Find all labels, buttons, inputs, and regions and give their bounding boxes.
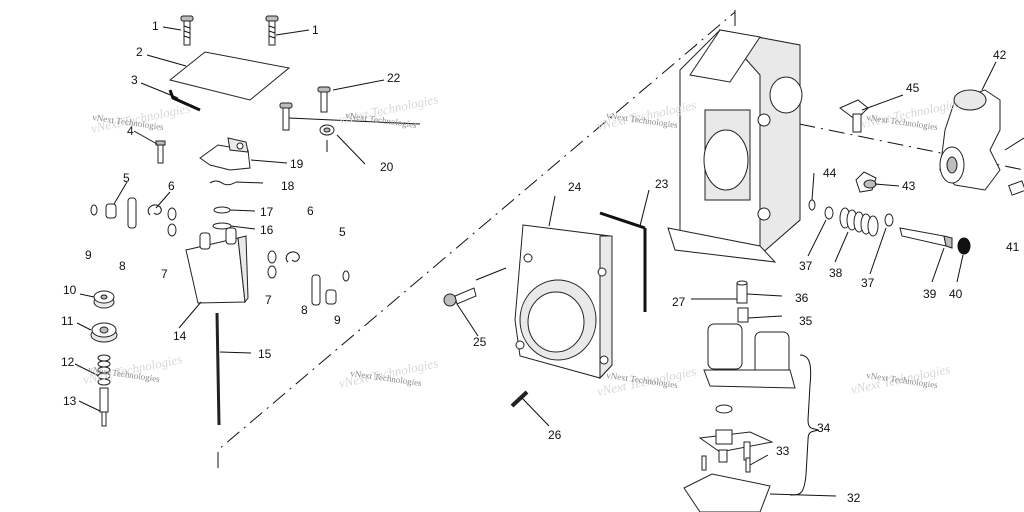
gasket-23 — [599, 211, 646, 230]
callout-27: 27 — [672, 295, 686, 309]
jet-needle-15 — [215, 312, 221, 426]
screw-long — [279, 102, 421, 131]
o-ring — [715, 404, 733, 414]
throttle-slide-14 — [185, 227, 249, 304]
callout-35: 35 — [799, 314, 813, 328]
fitting-35 — [737, 307, 749, 323]
callout-16: 16 — [260, 223, 274, 237]
callout-17: 17 — [260, 205, 274, 219]
callout-39: 39 — [923, 287, 937, 301]
screw-1b — [265, 15, 279, 46]
callout-6a: 6 — [168, 179, 175, 193]
callout-13: 13 — [63, 394, 77, 408]
callout-36: 36 — [795, 291, 809, 305]
callout-34: 34 — [817, 421, 831, 435]
leader-lines — [74, 26, 997, 497]
callout-40: 40 — [949, 287, 963, 301]
callout-9a: 9 — [85, 248, 92, 262]
cap-43 — [855, 171, 877, 193]
float-assembly — [703, 323, 796, 389]
callout-10: 10 — [63, 283, 77, 297]
callout-25: 25 — [473, 335, 487, 349]
left-washers-a — [90, 197, 177, 237]
clip-18 — [209, 180, 237, 186]
callout-37b: 37 — [861, 276, 875, 290]
callout-5a: 5 — [123, 171, 130, 185]
washer-37a — [824, 206, 834, 220]
float-bowl-gasket-32 — [683, 473, 771, 512]
spring-12 — [97, 354, 111, 386]
callout-14: 14 — [173, 329, 187, 343]
nut-11 — [90, 322, 118, 343]
callout-5b: 5 — [339, 225, 346, 239]
callout-24: 24 — [568, 180, 582, 194]
ring-17 — [213, 206, 231, 214]
callout-1a: 1 — [152, 19, 159, 33]
callout-15: 15 — [258, 347, 272, 361]
callout-2: 2 — [136, 45, 143, 59]
callout-1b: 1 — [312, 23, 319, 37]
washer-37b — [884, 213, 894, 227]
callout-4: 4 — [127, 124, 134, 138]
screw-22 — [317, 86, 331, 113]
callout-12: 12 — [61, 355, 75, 369]
screw-33 — [701, 454, 769, 473]
fitting-36 — [736, 280, 748, 304]
callout-8b: 8 — [301, 303, 308, 317]
callout-9b: 9 — [334, 313, 341, 327]
callout-20: 20 — [380, 160, 394, 174]
callout-8a: 8 — [119, 259, 126, 273]
callout-6b: 6 — [307, 204, 314, 218]
callout-11: 11 — [61, 314, 74, 328]
callout-19: 19 — [290, 157, 304, 171]
left-washers-b — [267, 250, 350, 306]
callout-44: 44 — [823, 166, 837, 180]
bracket-19 — [199, 137, 251, 171]
callout-32: 32 — [847, 491, 861, 505]
callout-43: 43 — [902, 179, 916, 193]
cover-plate — [168, 51, 291, 101]
screw-25 — [443, 267, 507, 307]
carburetor-body-main — [667, 29, 803, 263]
callout-38: 38 — [829, 266, 843, 280]
callout-37a: 37 — [799, 259, 813, 273]
center-lines — [217, 10, 1024, 468]
callout-26: 26 — [548, 428, 562, 442]
choke-lever-42 — [939, 89, 1001, 191]
callout-42: 42 — [993, 48, 1007, 62]
nut-10 — [93, 290, 115, 309]
callout-41: 41 — [1006, 240, 1020, 254]
callout-33: 33 — [776, 444, 790, 458]
callout-45: 45 — [906, 81, 920, 95]
brace-34 — [789, 354, 820, 496]
callout-7b: 7 — [265, 293, 272, 307]
cap-40 — [957, 237, 971, 255]
washer-44 — [808, 199, 816, 211]
screw-1a — [180, 15, 194, 46]
choke-plunger-39 — [899, 227, 953, 249]
pin-26 — [510, 390, 529, 408]
carburetor-body-24 — [514, 224, 613, 380]
callout-3: 3 — [131, 73, 138, 87]
spring-38 — [839, 207, 879, 237]
gasket-wire — [168, 89, 201, 112]
callout-7a: 7 — [161, 267, 168, 281]
float-valve — [698, 429, 774, 463]
screw-4 — [155, 140, 166, 164]
callout-22: 22 — [387, 71, 401, 85]
callout-23: 23 — [655, 177, 669, 191]
plunger-13 — [99, 387, 109, 427]
callout-18: 18 — [281, 179, 295, 193]
washer-20 — [319, 124, 335, 152]
callouts: 1 1 2 3 4 5 6 7 8 9 10 11 12 13 14 15 16… — [61, 19, 1020, 505]
